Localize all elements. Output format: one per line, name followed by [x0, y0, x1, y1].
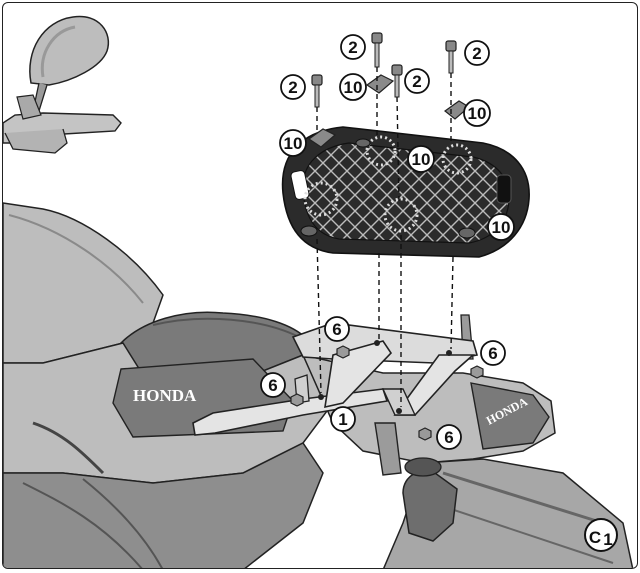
- svg-text:10: 10: [468, 104, 487, 123]
- svg-text:2: 2: [348, 38, 357, 57]
- callout-screw: 2: [280, 74, 306, 100]
- callout-bolt: 6: [480, 340, 506, 366]
- svg-text:10: 10: [492, 218, 511, 237]
- svg-text:6: 6: [488, 344, 497, 363]
- screw-hardware: [311, 32, 457, 108]
- engine-area: [3, 421, 324, 568]
- screw: [445, 40, 457, 74]
- svg-text:1: 1: [603, 530, 612, 549]
- bolt-hex: [336, 345, 350, 359]
- svg-text:2: 2: [288, 78, 297, 97]
- assembly-guides: [316, 67, 454, 407]
- bolt-hex: [418, 427, 432, 441]
- callout-screw: 2: [340, 34, 366, 60]
- step-marker: C 1: [584, 518, 618, 552]
- svg-text:2: 2: [472, 44, 481, 63]
- callout-bolt: 6: [324, 316, 350, 342]
- bolt-hex: [290, 393, 304, 407]
- screw: [371, 32, 383, 68]
- handlebar: [3, 94, 122, 154]
- callout-clip: 10: [279, 129, 307, 157]
- callout-bolt: 6: [436, 424, 462, 450]
- tail-cowl: [301, 353, 556, 464]
- callout-rack: 1: [330, 406, 356, 432]
- clip: [365, 74, 395, 94]
- svg-text:C: C: [589, 528, 601, 547]
- screw: [391, 64, 403, 98]
- svg-text:2: 2: [412, 72, 421, 91]
- svg-text:10: 10: [412, 150, 431, 169]
- svg-text:10: 10: [344, 78, 363, 97]
- mounting-plate: [281, 126, 530, 258]
- clip-hardware: [307, 74, 471, 148]
- svg-text:6: 6: [444, 428, 453, 447]
- callout-clip: 10: [487, 213, 515, 241]
- tail-light: [402, 457, 458, 542]
- callout-bolt: 6: [260, 372, 286, 398]
- callout-screw: 2: [464, 40, 490, 66]
- mirror: [29, 15, 110, 112]
- callout-clip: 10: [339, 73, 367, 101]
- callout-screw: 2: [404, 68, 430, 94]
- svg-text:6: 6: [332, 320, 341, 339]
- bolt-hex: [470, 365, 484, 379]
- svg-text:6: 6: [268, 376, 277, 395]
- callout-clip: 10: [463, 99, 491, 127]
- svg-text:1: 1: [338, 410, 347, 429]
- callouts: 2 2 2 2 10 10 10 10: [260, 34, 515, 450]
- screw: [311, 74, 323, 108]
- clip: [307, 128, 337, 148]
- bolt-hardware: [290, 345, 484, 441]
- svg-text:10: 10: [284, 134, 303, 153]
- brand-label-side: HONDA: [133, 386, 197, 405]
- callout-clip: 10: [407, 145, 435, 173]
